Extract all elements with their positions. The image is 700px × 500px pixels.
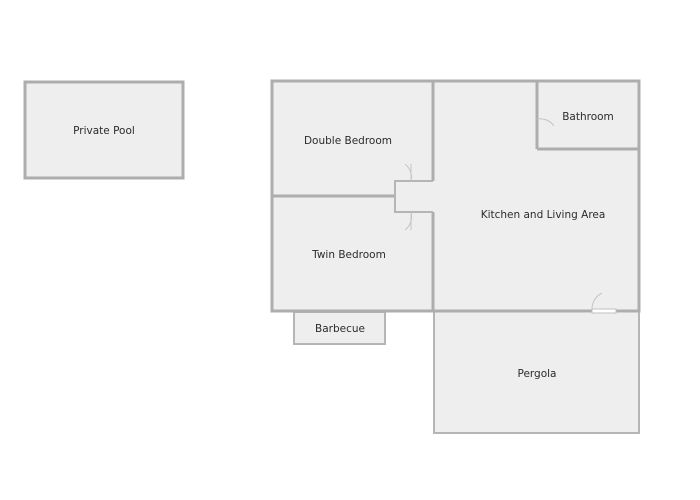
door-twin-bedroom [404, 211, 413, 231]
door-bathroom [536, 118, 555, 127]
room-label-twin-bedroom: Twin Bedroom [311, 249, 386, 261]
room-label-double-bedroom: Double Bedroom [304, 135, 392, 147]
room-pergola: Pergola [433, 310, 640, 434]
room-label-kitchen-living-area: Kitchen and Living Area [481, 209, 606, 221]
house-walls [270, 79, 641, 313]
room-private-pool: Private Pool [23, 80, 185, 180]
room-label-private-pool: Private Pool [73, 125, 135, 137]
door-double-bedroom [404, 163, 412, 182]
room-label-barbecue: Barbecue [315, 323, 365, 335]
room-barbecue: Barbecue [293, 311, 386, 345]
room-label-pergola: Pergola [518, 368, 557, 380]
hallway-alcove [394, 180, 433, 213]
door-pergola [591, 292, 617, 314]
room-label-bathroom: Bathroom [562, 111, 614, 123]
